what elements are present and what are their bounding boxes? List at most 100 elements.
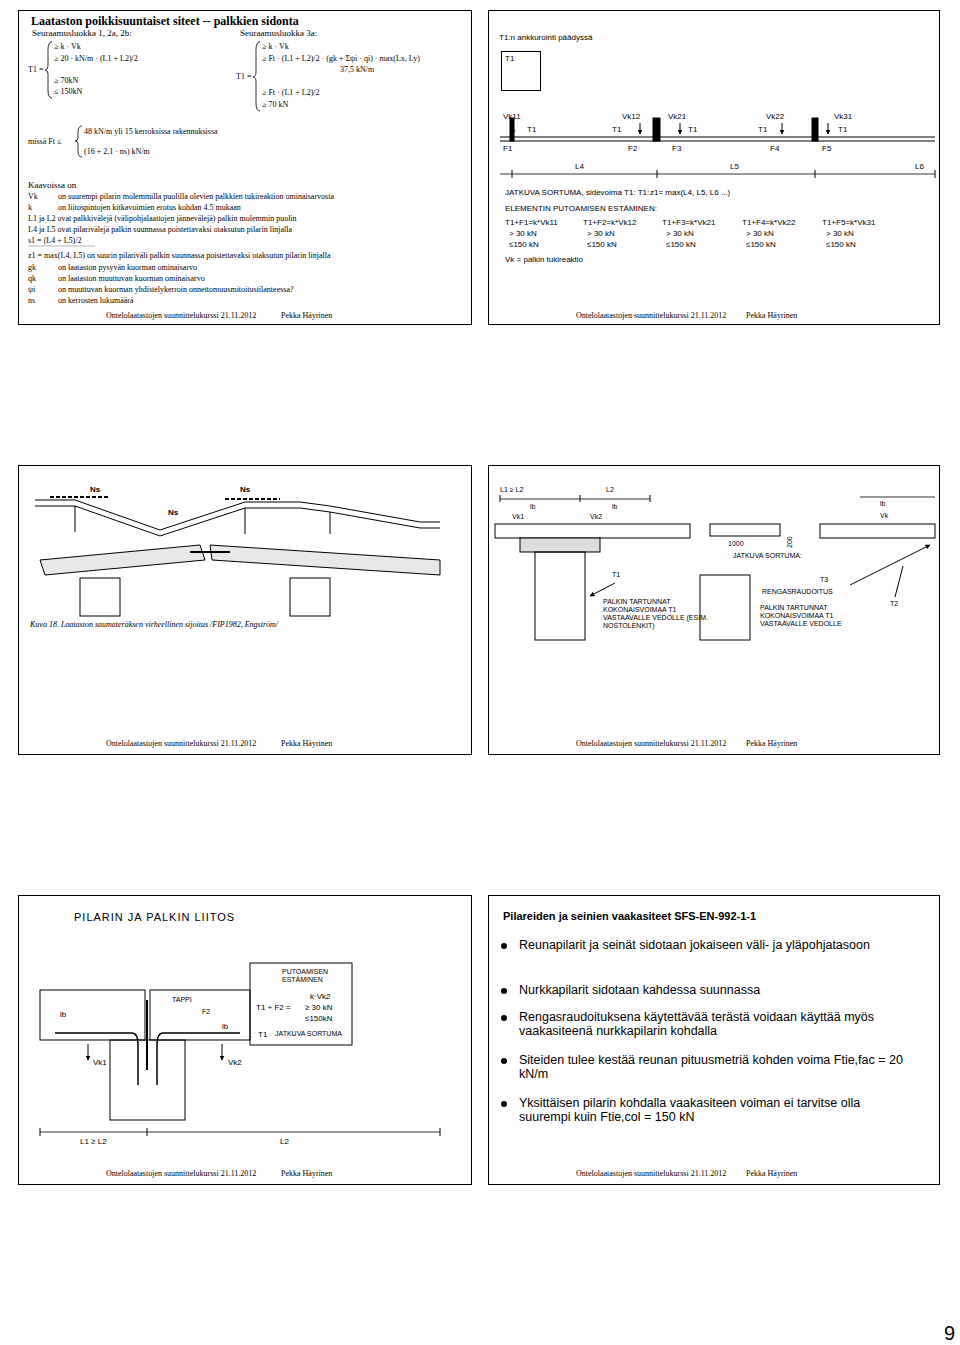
drawing-label: lb xyxy=(880,500,885,508)
formula-text: gk xyxy=(28,263,36,272)
slab-joint-drawing xyxy=(40,545,205,575)
slab-joint-drawing xyxy=(75,506,76,532)
diagram-label: T1+F3=k*Vk21 xyxy=(662,218,715,227)
formula-text: on laataston pysyvän kuorman ominaisarvo xyxy=(58,263,197,272)
formula-text: ≥ k · Vk xyxy=(54,42,81,51)
drawing-label: T1 + F2 = xyxy=(256,1003,291,1012)
slab-joint-drawing xyxy=(35,497,440,616)
drawing-label: lb xyxy=(60,1010,66,1019)
formula-brace xyxy=(28,246,95,247)
force-label: Ns xyxy=(168,508,178,517)
bullet-text: Reunapilarit ja seinät sidotaan jokaisee… xyxy=(519,938,914,952)
formula-text: ≥ 20 · kN/m · (L1 + L2)/2 xyxy=(54,54,138,63)
bullet-text: Rengasraudoituksena käytettävää terästä … xyxy=(519,1010,914,1039)
bullet-dot xyxy=(501,988,507,994)
diagram-label: Vk11 xyxy=(503,112,521,121)
drawing-label: JATKUVA SORTUMA: xyxy=(733,552,802,560)
formula-text: Vk xyxy=(28,192,38,201)
joint-drawing xyxy=(40,963,440,1136)
slab-joint-drawing xyxy=(35,506,440,536)
formula-text: k xyxy=(28,203,32,212)
formula-text: ≥ k · Vk xyxy=(262,42,289,51)
diagram-label: ELEMENTIN PUTOAMISEN ESTÄMINEN: xyxy=(505,204,657,213)
slide-frame: T1:n ankkurointi päädyssäOntelolaatastoj… xyxy=(488,10,940,325)
bullet-dot xyxy=(501,1058,507,1064)
diagram-label: Vk31 xyxy=(834,112,852,121)
slide-frame: Ontelolaatastojen suunnittelukurssi 21.1… xyxy=(488,465,940,755)
formula-text: (16 + 2,1 · ns) kN/m xyxy=(84,147,150,156)
drawing-label: PALKIN TARTUNNAT KOKONAISVOIMAA T1 VASTA… xyxy=(760,604,860,628)
slide-author: Pekka Häyrinen xyxy=(281,311,332,320)
drawing-label: JATKUVA SORTUMA xyxy=(275,1030,342,1038)
formula-brace xyxy=(45,42,52,98)
joint-drawing xyxy=(157,1033,240,1085)
formula-text: 48 kN/m yli 15 kerroksissa rakennuksissa xyxy=(84,127,218,136)
beam-section-drawing xyxy=(495,495,935,640)
slide-title: Laataston poikkisuuntaiset siteet -- pal… xyxy=(31,15,299,29)
formula-text: on laataston muuttuvan kuorman ominaisar… xyxy=(58,274,205,283)
diagram-label: JATKUVA SORTUMA, sidevoima T1: T1: xyxy=(505,188,649,197)
formula-text: L4 ja L5 ovat pilarivälejä palkin suunna… xyxy=(28,225,292,234)
drawing-label: Vk xyxy=(880,512,888,520)
diagram-label: ≤150 kN xyxy=(666,240,696,249)
formula-text: ≥ 70kN xyxy=(54,76,78,85)
drawing-label: lb xyxy=(612,503,617,511)
beam-section-drawing xyxy=(895,566,903,597)
formula-text: ≥ Ft · (L1 + L2)/2 xyxy=(262,88,320,97)
slide-frame: Ontelolaatastojen suunnittelukurssi 21.1… xyxy=(18,465,472,755)
beam-section-drawing xyxy=(860,497,935,498)
slide-author: Pekka Häyrinen xyxy=(746,739,797,748)
slab-joint-drawing xyxy=(225,498,280,500)
slide-title: Pilareiden ja seinien vaakasiteet SFS-EN… xyxy=(503,910,923,923)
diagram-label: T1 xyxy=(612,125,621,134)
beam-section-drawing xyxy=(700,575,750,640)
diagram-label: Vk = palkin tukireaktio xyxy=(505,255,583,264)
force-label: Ns xyxy=(90,485,100,494)
beam-drawing xyxy=(500,118,935,178)
beam-drawing xyxy=(500,174,935,175)
beam-drawing xyxy=(782,123,783,134)
diagram-label: F3 xyxy=(672,144,681,153)
beam-drawing xyxy=(657,170,658,178)
drawing-label: PUTOAMISEN ESTÄMINEN xyxy=(282,968,348,984)
formula-text: qk xyxy=(28,274,36,283)
diagram-label: T1+F1=k*Vk11 xyxy=(505,218,558,227)
diagram-label: L4 xyxy=(575,162,584,171)
diagram-label: T1 xyxy=(758,125,767,134)
formula-text: Kaavoissa on xyxy=(28,180,76,190)
joint-drawing xyxy=(55,1033,138,1085)
page-number: 9 xyxy=(944,1322,955,1345)
formula-brace xyxy=(253,42,260,111)
slab-joint-drawing xyxy=(80,578,120,616)
drawing-label: Vk2 xyxy=(228,1058,242,1067)
diagram-label: ≤150 kN xyxy=(509,240,539,249)
formula-text: on muuttuvan kuorman yhdistelykerroin on… xyxy=(58,285,294,294)
slab-joint-drawing xyxy=(35,500,440,530)
diagram-label: > 30 kN xyxy=(826,229,854,238)
joint-drawing xyxy=(40,1128,41,1136)
beam-drawing xyxy=(812,118,818,141)
formula-text: missä Ft ≤ xyxy=(28,137,61,146)
diagram-label: > 30 kN xyxy=(746,229,774,238)
beam-section-drawing xyxy=(590,583,615,596)
diagram-label: > 30 kN xyxy=(587,229,615,238)
slide-author: Pekka Häyrinen xyxy=(746,1169,797,1178)
bullet-dot xyxy=(501,1101,507,1107)
beam-section-drawing xyxy=(520,538,600,552)
slide-footer: Ontelolaatastojen suunnittelukurssi 21.1… xyxy=(576,311,726,320)
drawing-label: T1 xyxy=(612,571,620,579)
formula-text: on suurempi pilarin molemmilla puolilla … xyxy=(58,192,334,201)
diagram-label: T1 xyxy=(838,125,847,134)
tie-box: T1 xyxy=(501,51,541,91)
formula-text: 37,5 kN/m xyxy=(340,65,374,74)
formula-text: s1 = (L4 + L5)/2 xyxy=(28,236,81,245)
beam-drawing xyxy=(653,118,660,141)
diagram-label: Vk22 xyxy=(766,112,784,121)
drawing-label: L1 ≥ L2 xyxy=(500,486,523,494)
tie-label: T1 xyxy=(505,54,514,63)
beam-drawing xyxy=(935,170,936,178)
beam-section-drawing xyxy=(495,524,690,538)
